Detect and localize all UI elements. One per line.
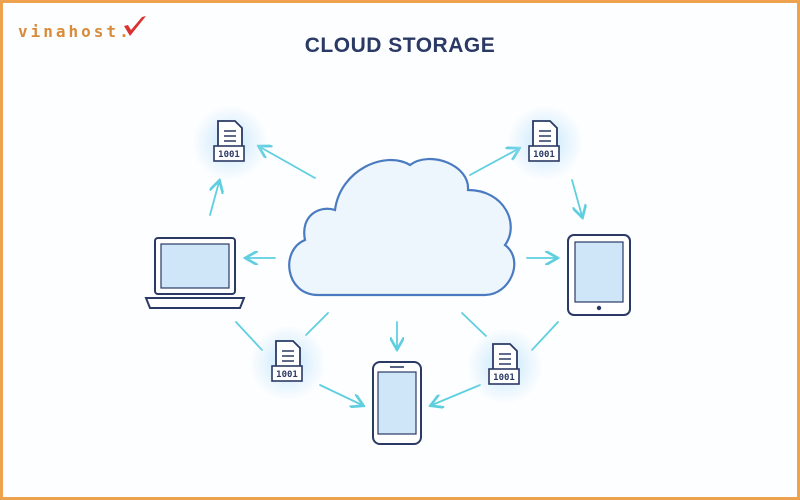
svg-text:1001: 1001 (533, 150, 555, 160)
checkmark-logo-icon (124, 16, 146, 36)
svg-text:1001: 1001 (493, 373, 515, 383)
svg-text:1001: 1001 (218, 150, 240, 160)
line-cloud-to-file-bottom-left (305, 312, 329, 336)
laptop-icon (144, 237, 246, 309)
file-icon-top-left: 1001 (192, 105, 268, 181)
tablet-icon (567, 234, 631, 316)
arrow-laptop-to-file-top-left (209, 182, 219, 216)
smartphone-icon (372, 361, 422, 445)
cloud-icon (288, 157, 516, 297)
arrow-cloud-to-file-top-left (260, 147, 316, 179)
diagram-title: CLOUD STORAGE (304, 34, 496, 57)
file-icon-top-right: 1001 (507, 105, 583, 181)
arrow-file-to-tablet (571, 179, 582, 216)
arrow-file-to-phone-right (432, 384, 481, 405)
file-icon-bottom-right: 1001 (467, 328, 543, 404)
file-icon-bottom-left: 1001 (250, 325, 326, 401)
vinahost-logo: vinahost. (18, 22, 132, 41)
arrow-file-to-phone-left (319, 384, 362, 405)
line-cloud-to-file-bottom-right (461, 312, 487, 337)
svg-text:1001: 1001 (276, 370, 298, 380)
